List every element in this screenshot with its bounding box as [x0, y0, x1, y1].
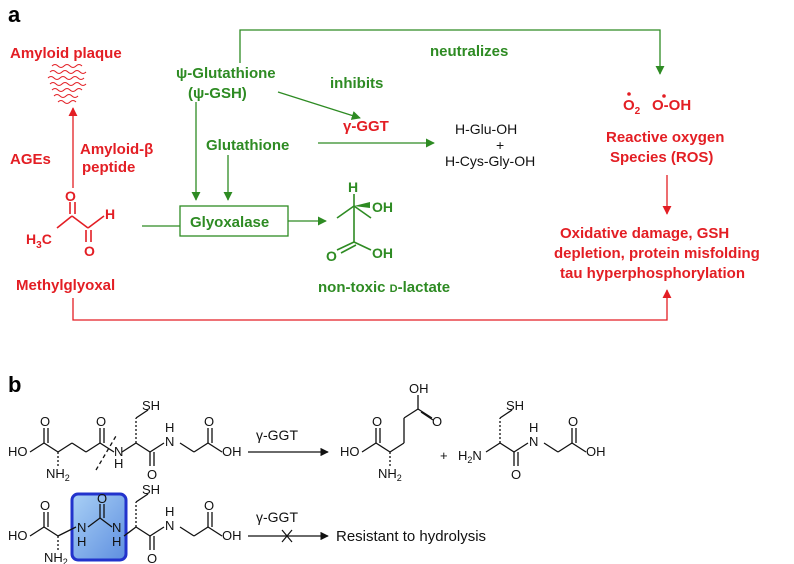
mg-methyl: H3C	[26, 231, 52, 251]
resistant-to-hydrolysis-label: Resistant to hydrolysis	[336, 528, 486, 545]
gsh-gly-carbonyl-o: O	[204, 414, 214, 429]
glutathione-label: Glutathione	[206, 137, 289, 154]
cysgly-amide-h: H	[529, 420, 538, 435]
mg-aldehyde-h: H	[105, 206, 115, 222]
cys-gly-structure	[485, 409, 587, 466]
psi-gsh-urea-o: O	[97, 491, 107, 506]
methylglyoxal-label: Methylglyoxal	[16, 277, 115, 294]
psi-gsh-gly-o: O	[204, 498, 214, 513]
psi-gsh-urea-n1: N	[77, 520, 86, 535]
gsh-amide-n1: N	[114, 444, 123, 459]
glyoxalase-label: Glyoxalase	[190, 214, 269, 231]
non-toxic-d-lactate-label: non-toxic D-lactate	[318, 279, 450, 296]
psi-gsh-urea-n2: N	[112, 520, 121, 535]
panel-b-label: b	[8, 372, 21, 397]
amyloid-plaque-label: Amyloid plaque	[10, 45, 122, 62]
cysgly-gly-o: O	[568, 414, 578, 429]
d-lactate-structure	[336, 194, 372, 254]
cysgly-thiol: SH	[506, 398, 524, 413]
glu-side-o: O	[432, 414, 442, 429]
psi-glutathione-label: ψ-Glutathione	[176, 65, 276, 82]
urea-highlight-box	[70, 492, 128, 562]
gsh-gamma-carbonyl-o: O	[96, 414, 106, 429]
hydroxyl-radical-label: O-OH	[652, 97, 691, 114]
products-plus: +	[496, 137, 504, 153]
gsh-amide-h2: H	[165, 420, 174, 435]
arrow-mg-to-damage	[72, 289, 672, 321]
gsh-cys-carbonyl-o: O	[147, 467, 157, 482]
amyloid-beta-peptide-label: peptide	[82, 159, 135, 176]
gsh-amide-h1: H	[114, 456, 123, 471]
psi-gsh-thiol: SH	[142, 482, 160, 497]
superoxide-label: O2	[623, 97, 641, 117]
psi-gsh-label: (ψ-GSH)	[188, 85, 247, 102]
gsh-ho: HO	[8, 444, 28, 459]
gsh-gly-oh: OH	[222, 444, 242, 459]
inhibits-label: inhibits	[330, 75, 383, 92]
psi-gsh-structure	[29, 493, 223, 550]
psi-gsh-urea-h2: H	[112, 534, 121, 549]
lactate-hydroxyl: OH	[372, 199, 393, 215]
methylglyoxal-structure	[56, 202, 105, 242]
products-plus-b: +	[440, 448, 448, 463]
psi-gsh-amide-n: N	[165, 518, 174, 533]
lactate-carbonyl-o: O	[326, 248, 337, 264]
h-cys-gly-oh-product: H-Cys-Gly-OH	[445, 153, 535, 169]
cysgly-carbonyl-o: O	[511, 467, 521, 482]
psi-gsh-ho: HO	[8, 528, 28, 543]
damage-line3: tau hyperphosphorylation	[560, 265, 745, 282]
arrow-inhibits-ggt	[277, 91, 361, 120]
gsh-glu-carboxyl-o: O	[40, 414, 50, 429]
glutamate-structure	[361, 395, 434, 466]
h-glu-oh-product: H-Glu-OH	[455, 121, 517, 137]
amyloid-fibrils-icon	[47, 64, 87, 104]
psi-gsh-amide-h: H	[165, 504, 174, 519]
hydroxyl-radical-dot	[662, 94, 666, 98]
lactate-acid-oh: OH	[372, 245, 393, 261]
arrow-neutralizes-ros	[239, 29, 665, 75]
psi-gsh-gly-oh: OH	[222, 528, 242, 543]
ages-label: AGEs	[10, 151, 51, 168]
ggt-enzyme-bottom: γ-GGT	[256, 509, 298, 525]
mg-oxygen-bottom: O	[84, 243, 95, 259]
glu-amine: NH2	[378, 466, 402, 483]
psi-gsh-urea-h1: H	[77, 534, 86, 549]
glu-side-oh: OH	[409, 381, 429, 396]
panel-a-label: a	[8, 2, 21, 27]
amyloid-beta-label: Amyloid-β	[80, 141, 153, 158]
cysgly-amide-n: N	[529, 434, 538, 449]
glutathione-structure	[29, 409, 223, 471]
ggt-enzyme-top: γ-GGT	[256, 427, 298, 443]
psi-gsh-cys-carbonyl-o: O	[147, 551, 157, 564]
ros-label-line2: Species (ROS)	[610, 149, 713, 166]
blocked-cross-icon	[281, 529, 293, 543]
glu-ho: HO	[340, 444, 360, 459]
cysgly-gly-oh: OH	[586, 444, 606, 459]
gamma-ggt-label: γ-GGT	[343, 118, 389, 135]
neutralizes-label: neutralizes	[430, 43, 508, 60]
ros-label-line1: Reactive oxygen	[606, 129, 724, 146]
psi-gsh-amine: NH2	[44, 550, 68, 564]
damage-line2: depletion, protein misfolding	[554, 245, 760, 262]
mg-oxygen-top: O	[65, 188, 76, 204]
lactate-h: H	[348, 179, 358, 195]
psi-gsh-glu-carboxyl-o: O	[40, 498, 50, 513]
glu-carboxyl-o: O	[372, 414, 382, 429]
gsh-thiol: SH	[142, 398, 160, 413]
gsh-glu-amine: NH2	[46, 466, 70, 483]
superoxide-radical-dot	[627, 92, 631, 96]
cysgly-h2n: H2N	[458, 448, 482, 465]
gsh-amide-n2: N	[165, 434, 174, 449]
damage-line1: Oxidative damage, GSH	[560, 225, 729, 242]
